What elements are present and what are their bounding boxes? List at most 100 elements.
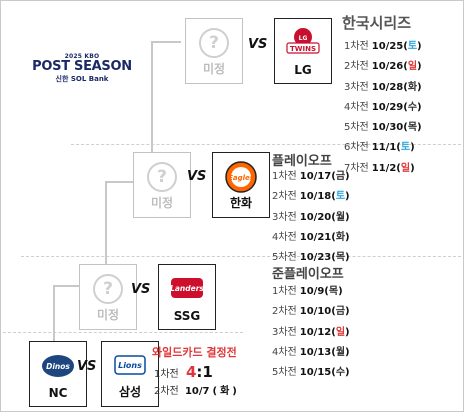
game-day: 토 (400, 142, 411, 154)
game-date: 10/17 (299, 171, 332, 182)
game-date: 10/7 (184, 386, 210, 397)
game-label: 7차전 (344, 162, 369, 174)
vs-label: VS (248, 37, 268, 52)
team-card-lg[interactable]: LG TWINS LG (274, 18, 332, 84)
game-day: 화 (220, 386, 230, 397)
team-card-ssg[interactable]: Landers SSG (158, 264, 216, 330)
game-day: 화 (335, 231, 346, 243)
bracket-line (105, 181, 133, 183)
game-day: 목 (328, 286, 339, 297)
logo-title: POST SEASON (32, 59, 132, 74)
vs-label: VS (187, 169, 207, 184)
bracket-line (53, 285, 55, 345)
logo-sponsor: 신한 SOL Bank (55, 75, 109, 83)
logo-year: 2025 KBO (64, 53, 100, 60)
team-name: 삼성 (118, 385, 142, 399)
game-label: 3차전 (272, 211, 297, 223)
game-date: 10/26 (371, 61, 404, 73)
game-label: 2차전 (154, 386, 179, 397)
game-label: 1차전 (272, 286, 297, 297)
svg-text:Eagles: Eagles (228, 174, 254, 182)
game-date: 10/18 (299, 191, 332, 203)
game-label: 1차전 (344, 41, 369, 52)
team-card-tbd[interactable]: ? 미정 (79, 264, 137, 330)
team-card-hanwha[interactable]: Eagles 한화 (212, 152, 270, 218)
question-icon: ? (196, 26, 232, 60)
team-card-tbd[interactable]: ? 미정 (185, 18, 243, 84)
team-name: 미정 (150, 196, 174, 210)
wildcard-game2: 2차전 10/7(화) (154, 386, 237, 397)
bracket-line (105, 181, 107, 287)
question-icon: ? (144, 160, 180, 194)
game-day: 토 (407, 41, 418, 52)
round-title-korean-series: 한국시리즈 (342, 14, 412, 32)
bracket-line (151, 41, 181, 43)
game-day: 월 (335, 346, 346, 358)
round-title-semi-playoff: 준플레이오프 (272, 267, 344, 282)
vs-label: VS (131, 282, 151, 297)
game-date: 10/23 (299, 252, 332, 264)
game-date: 10/28 (371, 81, 404, 93)
game-date: 10/12 (299, 326, 332, 338)
question-icon: ? (90, 272, 126, 306)
game-day: 일 (407, 61, 418, 73)
game-label: 4차전 (344, 101, 369, 113)
game-day: 월 (335, 211, 346, 223)
ssg-landers-logo: Landers (169, 272, 205, 306)
game-day: 토 (335, 191, 346, 203)
team-name: SSG (173, 309, 201, 323)
game-date: 10/20 (299, 211, 332, 223)
game-label: 1차전 (272, 171, 297, 182)
game-label: 3차전 (344, 81, 369, 93)
svg-text:Landers: Landers (170, 284, 204, 293)
svg-text:LG: LG (299, 35, 308, 42)
divider (21, 256, 461, 257)
game-day: 수 (407, 101, 418, 113)
bracket-line (53, 285, 79, 287)
game-day: 일 (335, 326, 346, 338)
game-date: 11/1 (371, 142, 397, 154)
team-card-samsung[interactable]: Lions 삼성 (101, 341, 159, 407)
team-name: LG (294, 63, 312, 77)
game-day: 화 (407, 81, 418, 93)
game-day: 금 (335, 306, 346, 318)
game-label: 5차전 (272, 367, 297, 379)
game-label: 5차전 (344, 122, 369, 134)
postseason-logo: 2025 KBO POST SEASON 신한 SOL Bank (32, 53, 132, 84)
game-day: 일 (400, 162, 411, 174)
game-label: 2차전 (272, 191, 297, 203)
vs-label: VS (77, 359, 97, 374)
game-date: 10/30 (371, 122, 404, 134)
game-date: 10/9 (299, 286, 325, 297)
game-date: 10/15 (299, 367, 332, 379)
game-day: 목 (407, 122, 418, 134)
game-day: 목 (335, 252, 346, 264)
game-day: 수 (335, 367, 346, 379)
game-date: 10/10 (299, 306, 332, 318)
game-label: 3차전 (272, 326, 297, 338)
game-label: 1차전 (154, 369, 179, 380)
team-name: NC (48, 386, 68, 400)
team-name: 한화 (229, 196, 253, 210)
team-card-tbd[interactable]: ? 미정 (133, 152, 191, 218)
team-card-nc[interactable]: Dinos NC (29, 341, 87, 407)
wildcard-game1: 1차전 4:1 (154, 363, 213, 381)
